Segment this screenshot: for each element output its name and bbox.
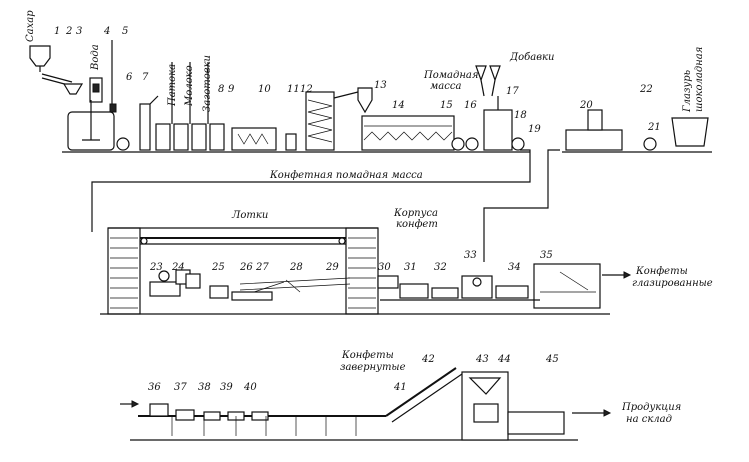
row3-equipment <box>120 367 612 441</box>
num-13: 13 <box>374 80 387 91</box>
num-39: 39 <box>220 382 233 393</box>
num-44: 44 <box>497 354 511 365</box>
num-45: 45 <box>545 354 559 365</box>
num-3: 3 <box>76 26 82 37</box>
num-10: 10 <box>258 84 271 95</box>
num-15: 15 <box>440 100 453 111</box>
num-9: 9 <box>228 84 235 95</box>
num-30: 30 <box>378 262 391 273</box>
label-glaze-line1: Глазурь <box>682 70 693 113</box>
num-40: 40 <box>243 382 257 393</box>
num-11: 11 <box>287 84 300 95</box>
label-glazed-line1: Конфеты <box>635 266 688 277</box>
num-2: 2 <box>65 26 72 37</box>
num-16: 16 <box>464 100 477 111</box>
num-37: 37 <box>174 382 187 393</box>
label-glazed-line2: глазированные <box>632 278 713 289</box>
label-glaze-line2: шоколадная <box>694 47 705 112</box>
num-33: 33 <box>464 250 477 261</box>
num-28: 28 <box>289 262 303 273</box>
num-8: 8 <box>218 84 224 95</box>
row2-equipment <box>100 227 632 315</box>
num-26: 26 <box>239 262 253 273</box>
num-1: 1 <box>54 26 60 37</box>
equipment-numbers: 1 2 3 4 5 6 7 8 9 10 11 12 13 14 15 16 1… <box>54 26 661 393</box>
num-42: 42 <box>421 354 435 365</box>
num-38: 38 <box>198 382 211 393</box>
num-21: 21 <box>647 122 661 133</box>
label-additives: Добавки <box>509 52 554 63</box>
label-wrapped-line1: Конфеты <box>341 350 394 361</box>
num-36: 36 <box>148 382 161 393</box>
num-17: 17 <box>506 86 519 97</box>
label-water: Вода <box>90 44 101 71</box>
num-5: 5 <box>122 26 128 37</box>
num-12: 12 <box>300 84 313 95</box>
num-41: 41 <box>393 382 407 393</box>
row1-equipment <box>29 40 712 262</box>
label-fondant-mass-line2: масса <box>430 81 461 92</box>
num-34: 34 <box>508 262 521 273</box>
num-6: 6 <box>126 72 133 83</box>
num-32: 32 <box>434 262 447 273</box>
label-trays: Лотки <box>231 210 268 221</box>
num-22: 22 <box>639 84 653 95</box>
num-25: 25 <box>211 262 225 273</box>
num-23: 23 <box>149 262 163 273</box>
num-29: 29 <box>325 262 339 273</box>
num-7: 7 <box>142 72 149 83</box>
num-20: 20 <box>579 100 593 111</box>
label-bodies-line2: конфет <box>396 219 438 230</box>
label-milk: Молоко <box>184 65 195 107</box>
label-products-line1: Продукция <box>621 402 681 413</box>
label-products-line2: на склад <box>626 414 672 425</box>
label-wrapped-line2: завернутые <box>340 362 406 373</box>
num-35: 35 <box>540 250 553 261</box>
label-candy-fondant-mass: Конфетная помадная масса <box>269 170 423 181</box>
label-sugar: Сахар <box>25 10 36 42</box>
label-fondant-mass-line1: Помадная <box>423 70 479 81</box>
num-43: 43 <box>475 354 489 365</box>
num-14: 14 <box>392 100 405 111</box>
label-molasses: Патока <box>167 64 178 107</box>
num-31: 31 <box>404 262 417 273</box>
text-labels: Сахар Вода Патока Молоко Заготовки Добав… <box>25 10 713 425</box>
num-19: 19 <box>528 124 541 135</box>
num-4: 4 <box>103 26 110 37</box>
num-27: 27 <box>255 262 269 273</box>
label-blanks: Заготовки <box>202 55 213 112</box>
num-18: 18 <box>514 110 527 121</box>
label-bodies-line1: Корпуса <box>393 208 438 219</box>
label-chocolate-glaze: Глазурьшоколадная <box>682 47 705 113</box>
num-24: 24 <box>171 262 185 273</box>
